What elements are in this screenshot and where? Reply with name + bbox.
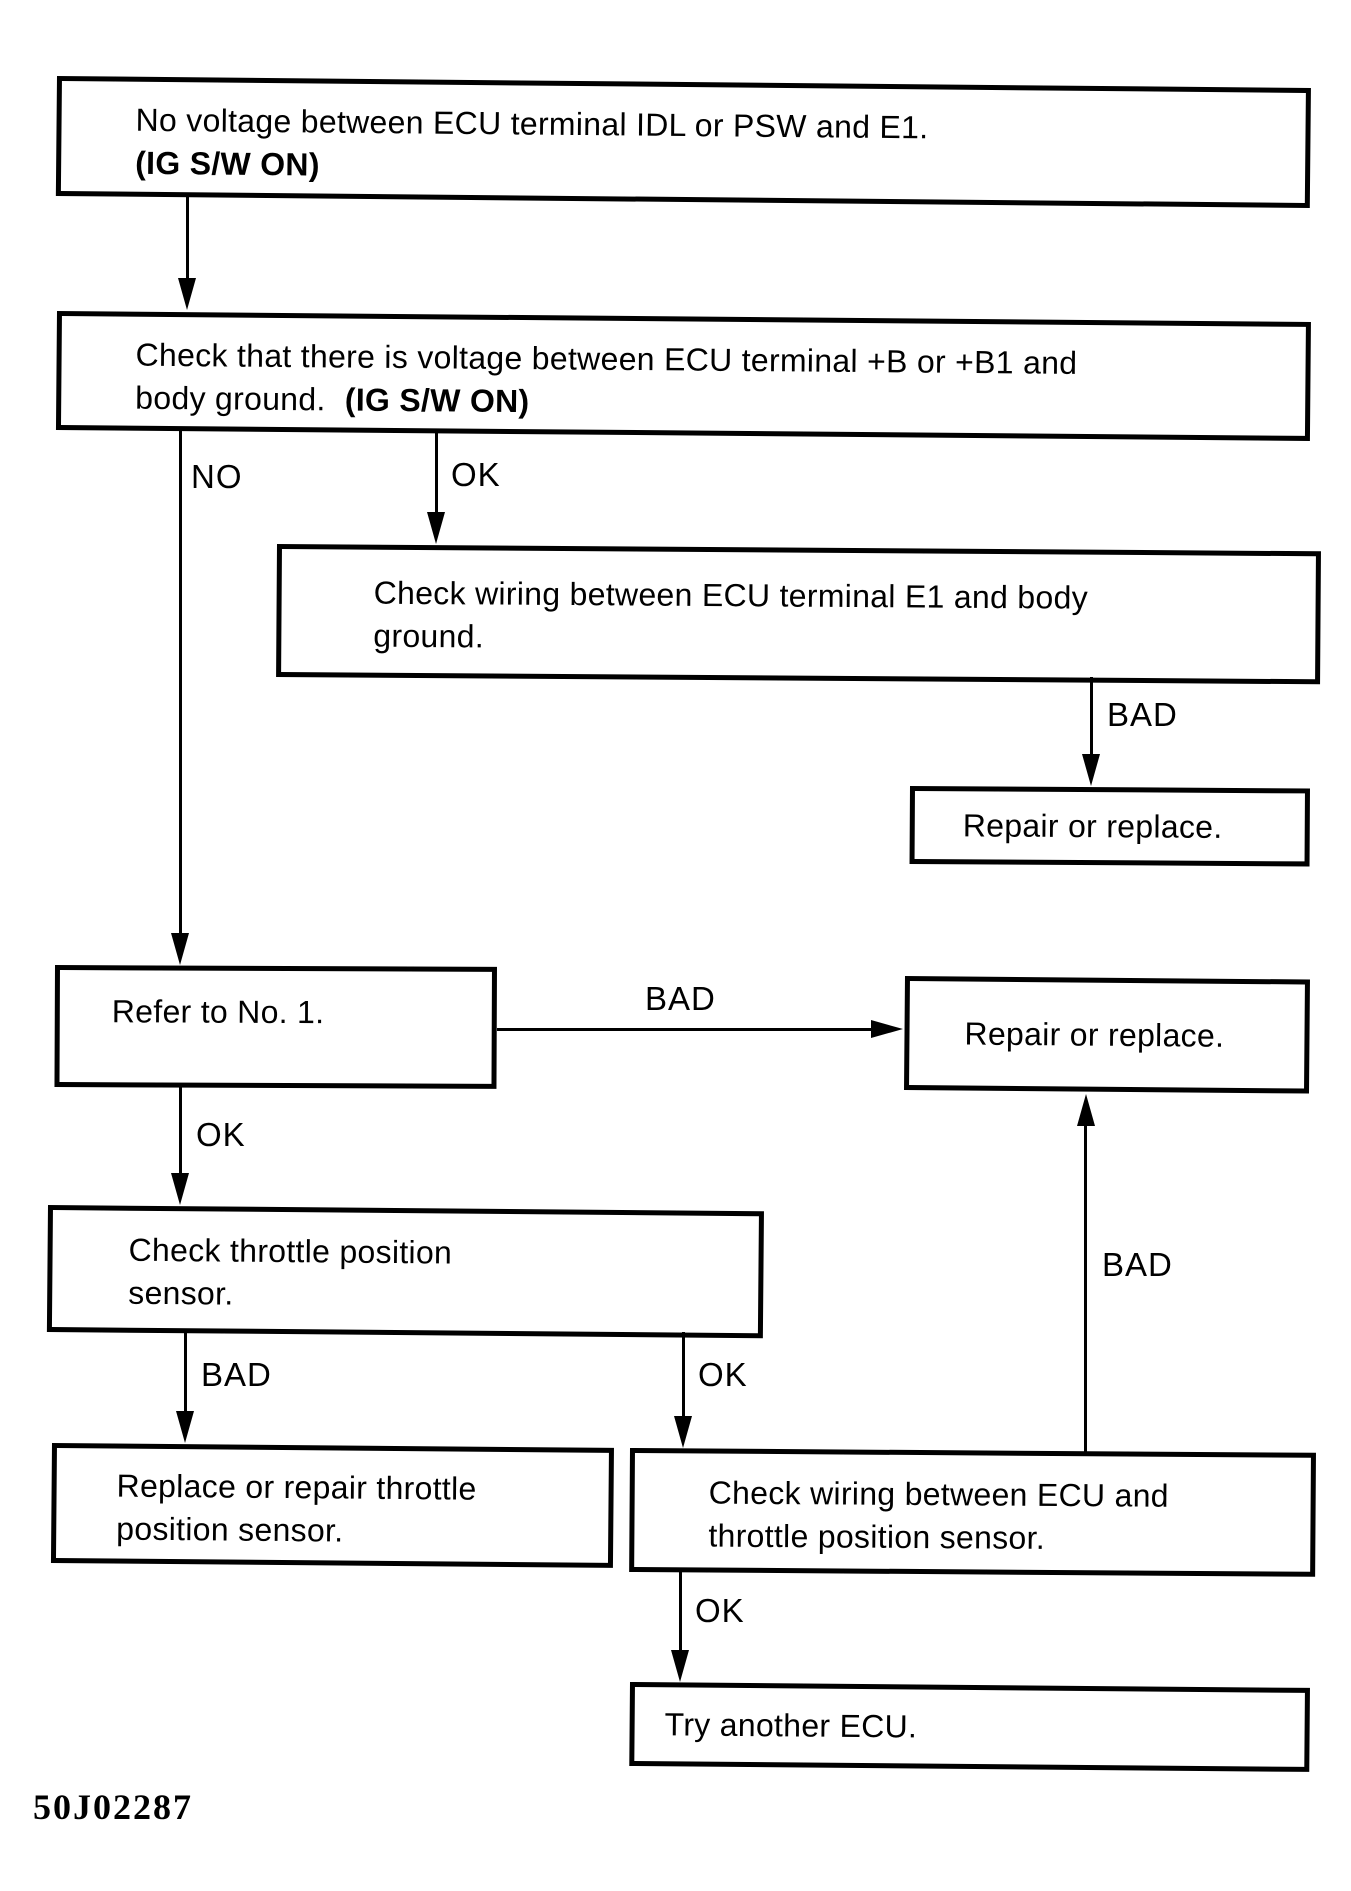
arrow-down-icon xyxy=(427,512,445,544)
node-check-wiring-tps: Check wiring between ECU and throttle po… xyxy=(629,1448,1316,1577)
arrow-down-icon xyxy=(674,1416,692,1448)
node-text-line: Replace or repair throttle xyxy=(116,1467,477,1507)
arrow-down-icon xyxy=(671,1650,689,1682)
edge-label-bad: BAD xyxy=(645,980,716,1017)
node-repair-replace-right: Repair or replace. xyxy=(904,976,1310,1094)
connector-no-branch xyxy=(179,430,182,936)
connector-bad-to-replace-tps xyxy=(184,1332,187,1411)
arrow-down-icon xyxy=(178,278,196,310)
node-no-voltage: No voltage between ECU terminal IDL or P… xyxy=(55,76,1311,209)
edge-label-bad: BAD xyxy=(201,1356,272,1393)
node-try-ecu: Try another ECU. xyxy=(629,1682,1310,1772)
connector-start-to-check-voltage xyxy=(186,196,189,282)
arrow-right-icon xyxy=(871,1020,903,1038)
node-text-line: Check wiring between ECU and xyxy=(708,1474,1169,1514)
edge-label-ok: OK xyxy=(698,1356,748,1393)
connector-ok-to-check-wiring-tps xyxy=(682,1332,685,1416)
connector-ok-to-check-wiring-e1 xyxy=(435,430,438,514)
edge-label-bad: BAD xyxy=(1102,1246,1173,1283)
node-text-line: Refer to No. 1. xyxy=(111,993,325,1031)
node-text-line: sensor. xyxy=(128,1274,234,1312)
node-check-voltage: Check that there is voltage between ECU … xyxy=(55,311,1311,441)
node-text-segment-bold: (IG S/W ON) xyxy=(344,381,530,420)
node-text-segment: body ground. xyxy=(135,379,326,418)
node-text-line: Check wiring between ECU terminal E1 and… xyxy=(373,574,1089,616)
edge-label-ok: OK xyxy=(196,1116,246,1153)
connector-ok-to-check-tps xyxy=(179,1087,182,1173)
node-check-wiring-e1: Check wiring between ECU terminal E1 and… xyxy=(276,544,1321,685)
arrow-down-icon xyxy=(171,933,189,965)
arrow-down-icon xyxy=(176,1411,194,1443)
node-repair-replace-top: Repair or replace. xyxy=(909,786,1310,867)
node-text-line: throttle position sensor. xyxy=(708,1517,1046,1556)
edge-label-no: NO xyxy=(191,458,243,495)
edge-label-ok: OK xyxy=(451,456,501,493)
node-replace-tps: Replace or repair throttle position sens… xyxy=(50,1443,614,1568)
node-text-line: ground. xyxy=(373,617,485,655)
arrow-up-icon xyxy=(1077,1094,1095,1126)
node-text-line: body ground. (IG S/W ON) xyxy=(135,377,1291,430)
node-text-line: Try another ECU. xyxy=(664,1705,918,1745)
arrow-down-icon xyxy=(1082,754,1100,786)
node-text-line: position sensor. xyxy=(116,1510,344,1549)
node-check-tps: Check throttle position sensor. xyxy=(46,1205,764,1339)
edge-label-ok: OK xyxy=(695,1592,745,1629)
connector-bad-to-repair-top xyxy=(1090,677,1093,755)
connector-bad-up-to-repair-right xyxy=(1084,1124,1087,1452)
node-text-line: Repair or replace. xyxy=(962,806,1223,845)
node-text-line: Check throttle position xyxy=(128,1231,453,1271)
arrow-down-icon xyxy=(171,1173,189,1205)
figure-code: 50J02287 xyxy=(33,1787,193,1827)
connector-bad-to-repair-right xyxy=(497,1028,871,1031)
connector-ok-to-try-ecu xyxy=(679,1572,682,1650)
node-refer-no1: Refer to No. 1. xyxy=(54,965,497,1089)
edge-label-bad: BAD xyxy=(1107,696,1178,733)
node-text-line: Repair or replace. xyxy=(964,1015,1225,1054)
